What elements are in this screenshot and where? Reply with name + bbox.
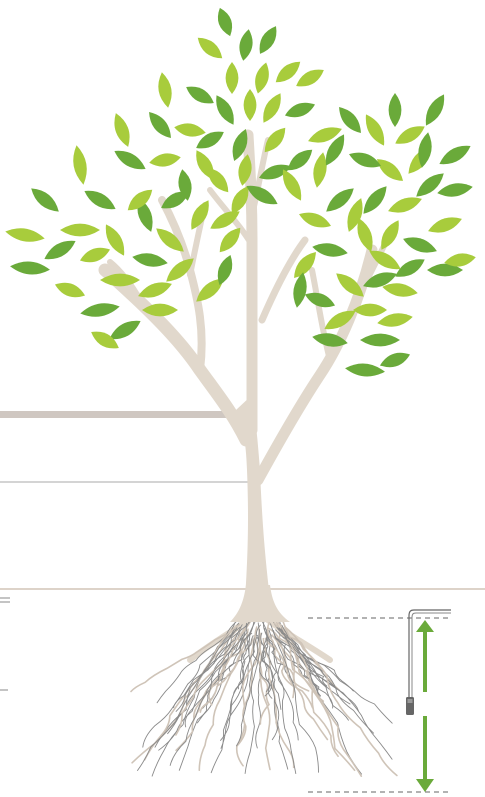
root-strand (138, 627, 241, 770)
leaf (436, 181, 474, 200)
leaf (359, 182, 392, 218)
leaf (436, 140, 474, 169)
leaf (401, 233, 439, 257)
leaf (389, 93, 402, 127)
depth-indicator (308, 610, 451, 792)
leaf (79, 300, 121, 320)
leaf (131, 251, 169, 270)
leaf (156, 71, 175, 109)
leaf (78, 244, 112, 267)
leaf (412, 169, 448, 202)
leaf (378, 349, 412, 372)
leaf (27, 184, 63, 217)
leaf (194, 33, 227, 63)
leaf (4, 225, 46, 245)
leaf (53, 279, 87, 302)
leaf (360, 111, 389, 149)
leaf (386, 193, 424, 217)
leaf (291, 271, 310, 309)
leaf (237, 28, 255, 62)
leaf (426, 213, 464, 237)
root-strand (260, 634, 270, 770)
leaf (183, 81, 217, 108)
leaf (376, 311, 414, 330)
leaf (111, 145, 149, 174)
leaf (283, 99, 317, 122)
leaf (258, 90, 286, 126)
leaf (211, 92, 239, 128)
leaf (81, 185, 119, 214)
leaf (60, 224, 100, 237)
leaf (173, 121, 207, 139)
leaf (311, 241, 349, 260)
left-edge-ticks (0, 598, 10, 690)
leaf (144, 108, 176, 142)
gray-bar-left (0, 411, 230, 418)
leaf (41, 235, 79, 264)
leaf (214, 6, 236, 39)
leaf (284, 145, 317, 175)
leaf (148, 151, 182, 169)
leaf (244, 89, 257, 121)
tree-canopy (4, 6, 477, 378)
leaf (254, 23, 281, 57)
leaf (70, 144, 90, 186)
leaf (10, 260, 51, 276)
leaf (420, 91, 449, 129)
root-strand (285, 627, 397, 776)
leaf (373, 154, 407, 186)
leaf (252, 61, 273, 95)
root-system (131, 612, 397, 776)
probe-cable (409, 610, 451, 700)
leaf (110, 111, 134, 149)
leaf (226, 62, 239, 94)
leaf (360, 334, 400, 347)
leaf (345, 362, 386, 378)
leaf (297, 208, 333, 232)
double-arrow-icon (416, 620, 434, 792)
